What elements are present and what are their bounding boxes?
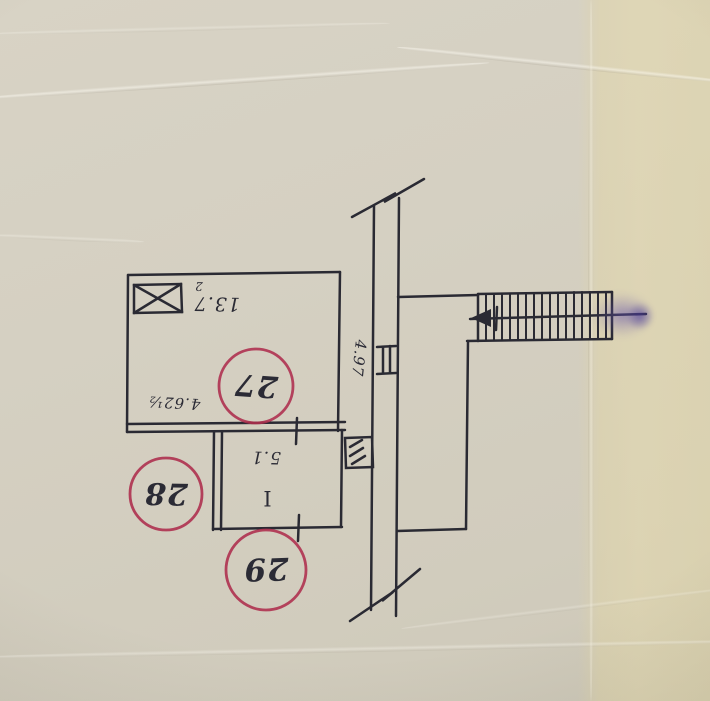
stamp-number-28: 28: [143, 475, 189, 511]
vent-box: [132, 282, 184, 315]
red-stamp-circle-29: [224, 528, 308, 612]
lower-room-area-label: 5.1: [250, 446, 282, 468]
stair-direction-arrow-icon: [471, 309, 491, 327]
stamp-number-29: 29: [242, 549, 290, 588]
staircase: [396, 290, 648, 343]
area-value: 13.7: [193, 292, 241, 315]
main-wall: [369, 196, 401, 618]
red-stamp-circle-28: [128, 456, 204, 532]
area-exponent: 2: [194, 279, 203, 294]
stamp-number-27: 27: [232, 366, 280, 404]
upper-room-area-label: 13.7 2: [182, 279, 253, 315]
wall-break-mark-bottom: [348, 567, 422, 623]
lower-room-outline: [211, 416, 344, 543]
upper-room-outline: [125, 270, 347, 434]
flue-box: [343, 435, 375, 470]
yellow-light-strip: [578, 0, 710, 701]
stair-direction-tick: [494, 305, 499, 332]
red-stamp-circle-27: [217, 347, 295, 425]
left-dimension-label: 4.62½: [147, 392, 201, 414]
unit-numeral-label: I: [262, 486, 272, 511]
landing-recess: [395, 339, 470, 533]
wall-door-symbol: [375, 344, 398, 376]
wall-break-mark-top: [350, 177, 426, 219]
